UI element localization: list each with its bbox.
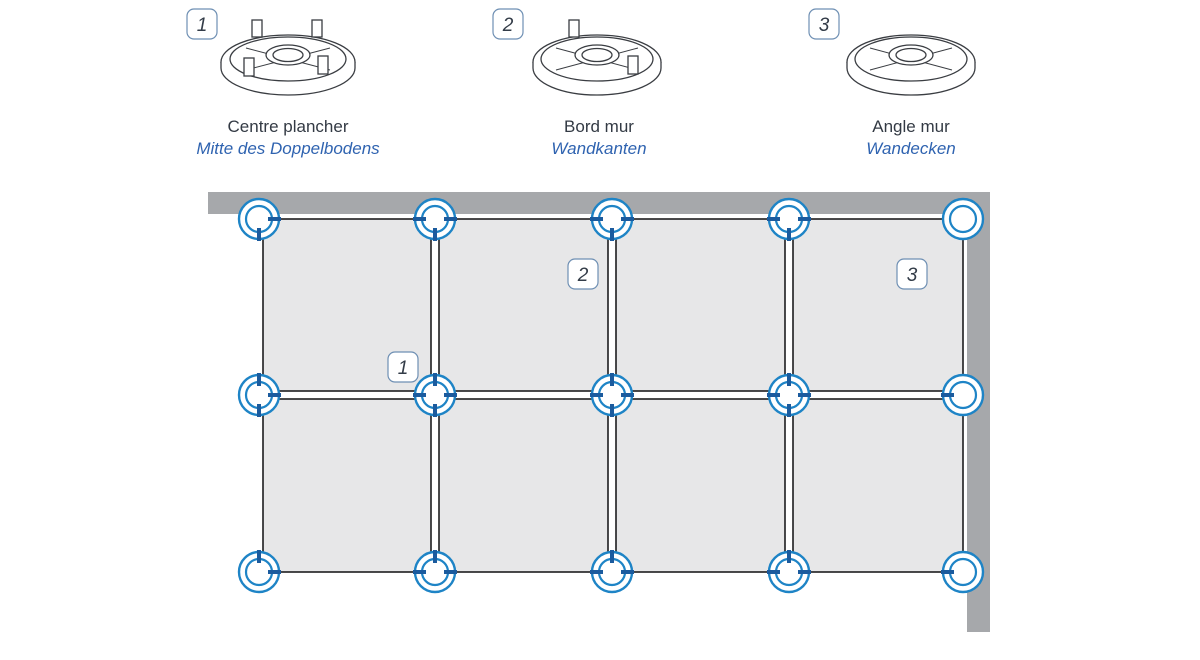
pedestal-tab xyxy=(413,393,426,397)
pedestal-marker xyxy=(590,550,634,594)
legend-label-wall-corner-fr: Angle mur xyxy=(872,117,950,136)
pedestal-tab xyxy=(787,550,791,563)
pedestal-tab xyxy=(787,404,791,417)
pedestal-tab xyxy=(433,550,437,563)
pedestal-wall-corner-icon xyxy=(846,34,976,96)
legend-item-wall-edge: 2 Bord mur Wandkanten xyxy=(492,8,662,158)
legend-label-wall-edge-fr: Bord mur xyxy=(564,117,634,136)
legend-badge-3-number: 3 xyxy=(819,15,830,36)
pedestal-tab xyxy=(798,570,811,574)
plan-marker-1-number: 1 xyxy=(398,358,409,379)
pedestal-tab xyxy=(621,570,634,574)
pedestal-marker xyxy=(237,550,281,594)
pedestal-marker xyxy=(941,197,985,241)
pedestal-tab xyxy=(610,404,614,417)
pedestal-tab xyxy=(413,570,426,574)
floor-tile xyxy=(792,398,964,573)
plan-marker-2 xyxy=(567,258,599,290)
plan-marker-3-number: 3 xyxy=(907,265,918,286)
pedestal-tab xyxy=(787,373,791,386)
floor-tile xyxy=(438,218,609,392)
legend-item-wall-corner: 3 Angle mur Wandecken xyxy=(808,8,976,158)
floor-tile xyxy=(615,218,786,392)
pedestal-tab xyxy=(268,393,281,397)
pedestal-tab xyxy=(590,570,603,574)
pedestal-grid xyxy=(237,197,985,594)
pedestal-tab xyxy=(268,570,281,574)
pedestal-marker xyxy=(941,373,985,417)
floor-tile xyxy=(615,398,786,573)
pedestal-tab xyxy=(257,373,261,386)
floor-plan: 1 2 3 xyxy=(208,192,990,632)
pedestal-tab xyxy=(767,217,780,221)
legend: 1 Centre plancher Mitte des Doppelbodens… xyxy=(186,8,976,158)
pedestal-tab xyxy=(767,393,780,397)
legend-label-wall-corner-de: Wandecken xyxy=(866,139,955,158)
pedestal-marker xyxy=(237,197,281,241)
plan-marker-2-number: 2 xyxy=(577,265,589,286)
pedestal-tab xyxy=(433,228,437,241)
pedestal-marker xyxy=(590,373,634,417)
pedestal-tab xyxy=(798,217,811,221)
pedestal-marker xyxy=(767,373,811,417)
legend-badge-3 xyxy=(808,8,840,40)
pedestal-tab xyxy=(941,570,954,574)
pedestal-tab xyxy=(444,570,457,574)
plan-marker-1 xyxy=(387,351,419,383)
pedestal-tab xyxy=(941,393,954,397)
pedestal-tab xyxy=(413,217,426,221)
pedestal-tab xyxy=(433,404,437,417)
pedestal-marker xyxy=(413,373,457,417)
legend-badge-1-number: 1 xyxy=(197,15,208,36)
pedestal-tab xyxy=(257,404,261,417)
pedestal-marker xyxy=(590,197,634,241)
pedestal-tab xyxy=(268,217,281,221)
pedestal-tab xyxy=(257,228,261,241)
pedestal-tab xyxy=(787,228,791,241)
legend-item-center: 1 Centre plancher Mitte des Doppelbodens xyxy=(186,8,380,158)
pedestal-tab xyxy=(621,217,634,221)
pedestal-tab xyxy=(257,550,261,563)
plan-markers: 1 2 3 xyxy=(387,258,928,383)
legend-label-wall-edge-de: Wandkanten xyxy=(551,139,646,158)
pedestal-tab xyxy=(444,217,457,221)
pedestal-tab xyxy=(610,373,614,386)
pedestal-tab xyxy=(798,393,811,397)
pedestal-marker xyxy=(413,550,457,594)
pedestal-tab xyxy=(610,550,614,563)
pedestal-tab xyxy=(433,373,437,386)
pedestal-tab xyxy=(444,393,457,397)
pedestal-center-icon xyxy=(220,19,356,96)
legend-badge-2-number: 2 xyxy=(502,15,514,36)
pedestal-inner-ring xyxy=(948,204,978,234)
pedestal-outer-ring xyxy=(941,197,985,241)
legend-badge-2 xyxy=(492,8,524,40)
wall-right xyxy=(967,192,990,632)
pedestal-marker xyxy=(413,197,457,241)
legend-badge-1 xyxy=(186,8,218,40)
floor-tile xyxy=(792,218,964,392)
pedestal-marker xyxy=(767,550,811,594)
pedestal-marker xyxy=(941,550,985,594)
legend-label-center-fr: Centre plancher xyxy=(228,117,349,136)
pedestal-tab xyxy=(767,570,780,574)
pedestal-marker xyxy=(237,373,281,417)
floor-tile xyxy=(262,398,432,573)
floor-tile xyxy=(438,398,609,573)
pedestal-wall-edge-icon xyxy=(532,19,662,96)
legend-label-center-de: Mitte des Doppelbodens xyxy=(196,139,380,158)
pedestal-tab xyxy=(621,393,634,397)
plan-marker-3 xyxy=(896,258,928,290)
pedestal-tab xyxy=(590,217,603,221)
pedestal-tab xyxy=(610,228,614,241)
pedestal-marker xyxy=(767,197,811,241)
floor-tiles xyxy=(262,218,964,573)
pedestal-tab xyxy=(590,393,603,397)
